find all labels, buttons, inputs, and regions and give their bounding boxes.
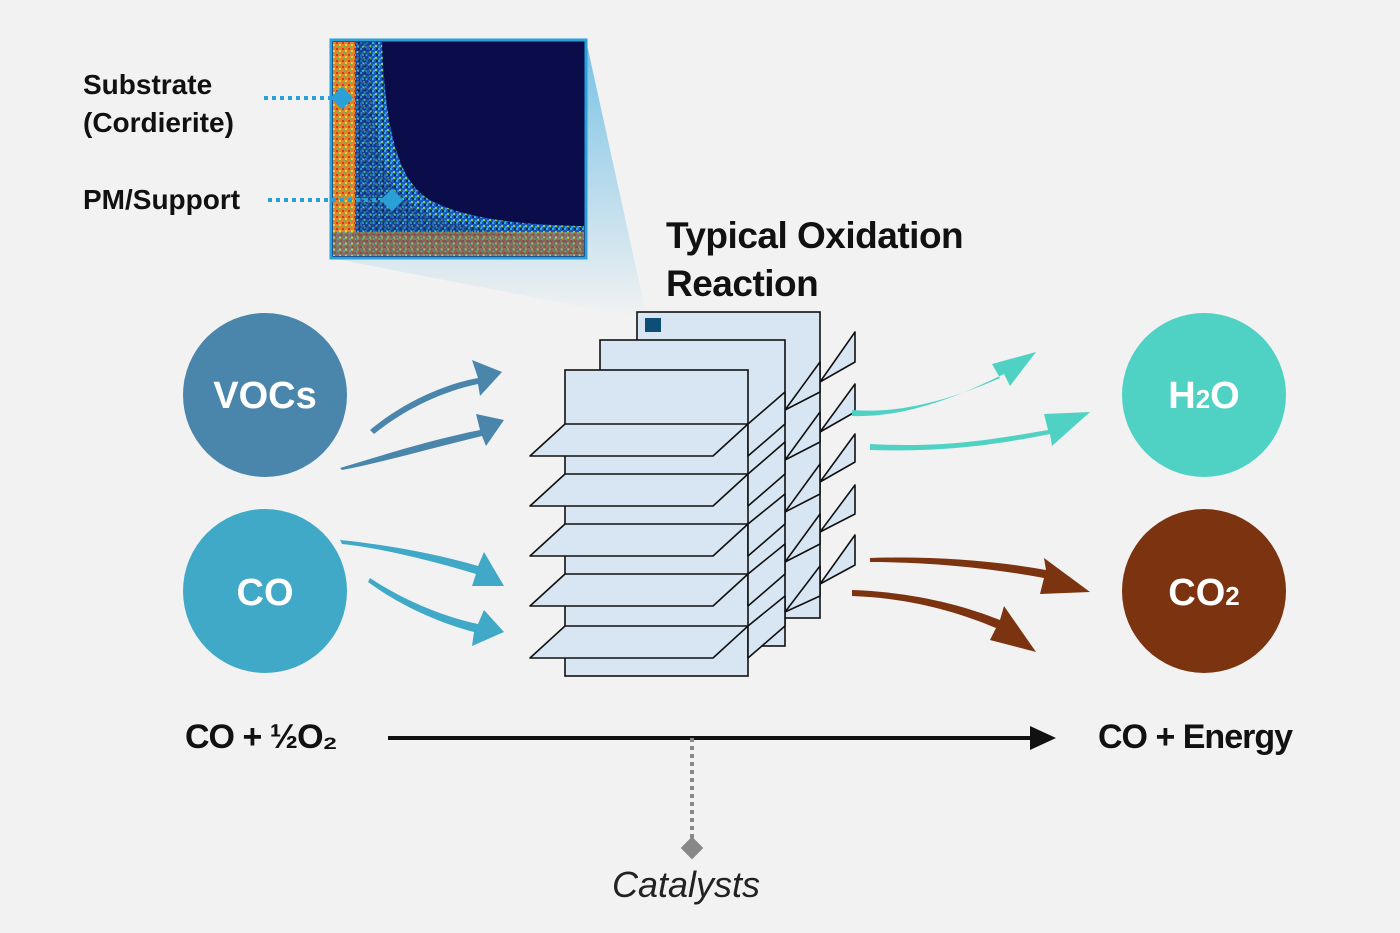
pm-support-label: PM/Support [83, 184, 241, 215]
title-line-1: Typical Oxidation [666, 215, 964, 256]
substrate-marker [330, 86, 354, 110]
catalysts-label: Catalysts [612, 864, 761, 905]
equation-left: CO + ½O₂ [185, 718, 338, 756]
co2-circle [1122, 509, 1286, 673]
co-circle [183, 509, 347, 673]
micrograph-inset [329, 38, 588, 260]
co2-arrows [852, 557, 1090, 652]
co-arrows [340, 540, 504, 646]
title: Typical Oxidation Reaction [666, 212, 964, 308]
reaction-arrowhead [1030, 726, 1056, 750]
h2o-circle [1122, 313, 1286, 477]
substrate-material-text: (Cordierite) [83, 107, 234, 138]
substrate-text: Substrate [83, 69, 213, 100]
vocs-arrows [340, 360, 504, 470]
title-line-2: Reaction [666, 263, 819, 304]
h2o-label: H2O [1168, 375, 1239, 417]
vocs-label: VOCs [213, 375, 316, 417]
substrate-label: Substrate (Cordierite) [83, 66, 234, 142]
h2o-arrows [852, 352, 1090, 451]
equation-right: CO + Energy [1098, 718, 1293, 756]
co-label: CO [237, 572, 294, 614]
catalyst-marker [680, 836, 704, 860]
vocs-circle [183, 313, 347, 477]
catalyst-monolith [529, 311, 856, 677]
co2-label: CO2 [1168, 572, 1239, 614]
